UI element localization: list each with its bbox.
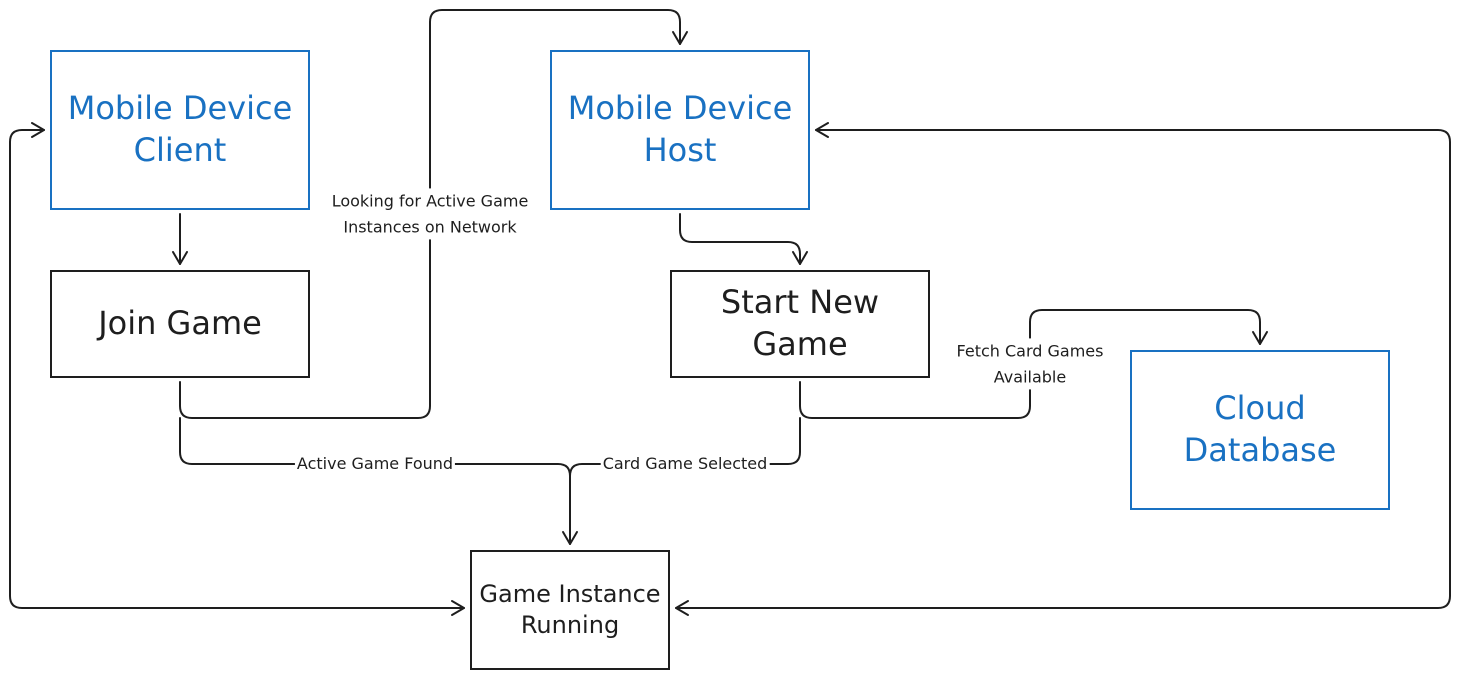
node-join-game: Join Game <box>50 270 310 378</box>
node-game-instance-running-label: Game Instance Running <box>479 579 661 639</box>
host-instance-arrowhead-host <box>815 122 829 138</box>
client-instance-arrowhead-client <box>31 122 45 138</box>
client-instance-connector <box>9 129 465 609</box>
edge-label-fetch-card-games: Fetch Card Games Available <box>954 338 1106 390</box>
edge-label-looking-for-games: Looking for Active Game Instances on Net… <box>329 188 531 240</box>
edge-label-active-game-found: Active Game Found <box>294 451 456 477</box>
node-start-new-game-label: Start New Game <box>720 283 880 363</box>
host-instance-arrowhead-instance <box>675 600 689 616</box>
client-to-join-arrowhead <box>172 251 188 265</box>
host-to-start-connector <box>679 213 801 265</box>
join-to-host-arrowhead <box>672 31 688 45</box>
edge-label-card-game-selected: Card Game Selected <box>600 451 770 477</box>
node-mobile-device-host-label: Mobile Device Host <box>567 89 793 169</box>
host-to-start-arrowhead <box>792 251 808 265</box>
node-start-new-game: Start New Game <box>670 270 930 378</box>
node-mobile-device-host: Mobile Device Host <box>550 50 810 210</box>
join-to-instance-connector <box>179 417 571 545</box>
client-instance-arrowhead-instance <box>451 600 465 616</box>
node-mobile-device-client: Mobile Device Client <box>50 50 310 210</box>
host-instance-connector <box>675 129 1451 609</box>
to-instance-arrowhead <box>562 531 578 545</box>
node-cloud-database-label: Cloud Database <box>1183 389 1337 469</box>
start-to-instance-connector <box>569 417 801 477</box>
node-game-instance-running: Game Instance Running <box>470 550 670 670</box>
node-mobile-device-client-label: Mobile Device Client <box>67 89 293 169</box>
start-to-cloud-arrowhead <box>1252 331 1268 345</box>
node-cloud-database: Cloud Database <box>1130 350 1390 510</box>
node-join-game-label: Join Game <box>98 304 262 343</box>
